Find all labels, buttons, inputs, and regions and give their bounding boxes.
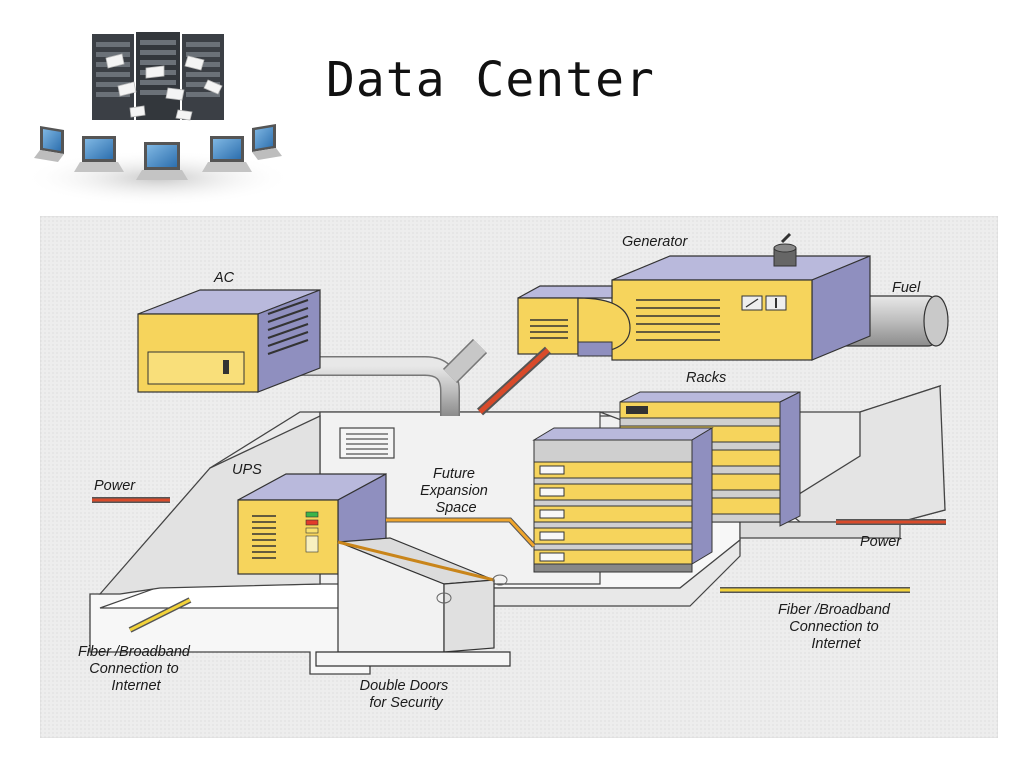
fiber-line-left — [128, 597, 192, 633]
label-future-line3: Space — [435, 500, 476, 516]
server-racks — [532, 391, 801, 573]
label-power-left: Power — [94, 478, 136, 494]
label-fuel: Fuel — [892, 280, 921, 296]
label-generator: Generator — [622, 234, 688, 250]
label-fiber-left-line2: Connection to — [89, 661, 178, 677]
label-double-doors: Double Doors for Security — [360, 678, 453, 711]
wall-vent — [339, 427, 395, 459]
label-fiber-right-line3: Internet — [811, 636, 861, 652]
label-fiber-right-line2: Connection to — [789, 619, 878, 635]
label-fiber-right-line1: Fiber /Broadband — [778, 602, 891, 618]
label-future-line1: Future — [433, 466, 475, 482]
server-racks-connected-laptops-icon — [23, 32, 293, 206]
data-center-diagram: AC Generator Fuel Racks UPS Power Power … — [40, 216, 998, 738]
label-future-line2: Expansion — [420, 483, 488, 499]
label-fiber-left-line3: Internet — [111, 678, 161, 694]
label-fiber-right: Fiber /Broadband Connection to Internet — [778, 602, 894, 652]
double-doors — [315, 537, 511, 667]
ac-duct — [268, 338, 488, 416]
label-ac: AC — [213, 270, 235, 286]
label-doors-line1: Double Doors — [360, 678, 449, 694]
label-doors-line2: for Security — [369, 695, 443, 711]
label-fiber-left-line1: Fiber /Broadband — [78, 644, 191, 660]
label-power-right: Power — [860, 534, 902, 550]
ac-unit — [137, 289, 321, 393]
label-future-expansion: Future Expansion Space — [420, 466, 492, 516]
generator — [517, 232, 949, 361]
label-ups: UPS — [232, 462, 262, 478]
ups-rack-cables — [386, 517, 536, 548]
label-racks: Racks — [686, 370, 726, 386]
label-fiber-left: Fiber /Broadband Connection to Internet — [78, 644, 194, 694]
generator-power-line — [476, 346, 552, 416]
page-title: Data Center — [326, 52, 655, 108]
